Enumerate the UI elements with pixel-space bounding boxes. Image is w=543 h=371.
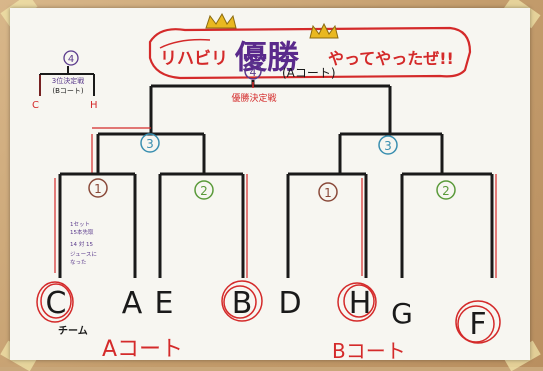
banner-left-text: リハビリ <box>160 49 228 69</box>
final-round-number: 4 <box>250 66 257 79</box>
semi-a-round-number: 3 <box>146 137 154 151</box>
third-place-right-team: H <box>90 100 98 111</box>
third-place-left-team: C <box>32 100 39 111</box>
semi-b-round-number: 3 <box>384 139 392 153</box>
court-a-label: Aコート <box>102 337 183 360</box>
note-line: 15本先取 <box>70 228 94 236</box>
final-label: 優勝決定戦 <box>231 92 276 104</box>
q1-round-number: 1 <box>94 182 102 196</box>
team-c: C <box>46 286 67 321</box>
note-line: 14 対 15 <box>70 240 93 248</box>
final-court: (Aコート) <box>282 66 336 80</box>
winner-circles <box>37 281 500 343</box>
bracket-drawing: リハビリ 優勝 やってやったぜ!! 4 3位決定戦 (Bコート) C H 4 (… <box>10 8 530 360</box>
q4-round-number: 2 <box>442 184 450 198</box>
team-d: D <box>278 286 301 321</box>
team-labels: C A E B D H G F <box>46 286 487 342</box>
note-line: なった <box>70 259 87 266</box>
team-h: H <box>349 286 372 321</box>
note-line: ジュースに <box>70 251 97 258</box>
court-b-label: Bコート <box>332 339 406 360</box>
banner-right-text: やってやったぜ!! <box>328 49 454 68</box>
third-place-bracket: 4 3位決定戦 (Bコート) C H <box>32 51 98 111</box>
q2-round-number: 2 <box>200 184 208 198</box>
score-note: 1セット 15本先取 14 対 15 ジュースに なった <box>70 221 97 266</box>
note-line: 1セット <box>70 221 90 228</box>
q3-round-number: 1 <box>324 186 332 200</box>
crown-icon-left <box>206 14 236 28</box>
quarterfinal-matches: 1 2 1 2 <box>55 174 496 278</box>
third-place-round-number: 4 <box>68 54 74 65</box>
team-e: E <box>155 286 174 321</box>
team-f: F <box>469 307 486 342</box>
third-place-label: 3位決定戦 <box>52 76 84 85</box>
team-a: A <box>122 286 143 321</box>
tournament-poster: リハビリ 優勝 やってやったぜ!! 4 3位決定戦 (Bコート) C H 4 (… <box>10 8 530 360</box>
team-b: B <box>232 286 253 321</box>
team-g: G <box>391 297 413 330</box>
third-place-court: (Bコート) <box>52 87 84 95</box>
team-label: チーム <box>58 325 88 337</box>
crown-icon-right <box>310 24 338 38</box>
footer-labels: チーム Aコート Bコート <box>58 325 406 360</box>
